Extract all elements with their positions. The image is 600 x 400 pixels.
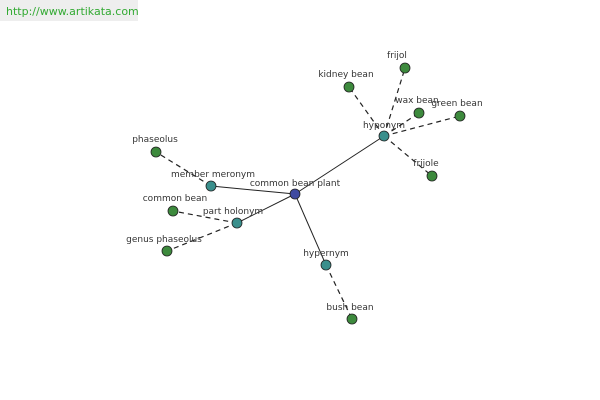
label-frijole[interactable]: frijole: [413, 159, 439, 169]
graph-nodes: [150, 62, 466, 325]
label-green[interactable]: green bean: [431, 99, 482, 109]
label-holonym[interactable]: part holonym: [203, 207, 263, 217]
edge-green: [383, 115, 461, 137]
label-genus[interactable]: genus phaseolus: [126, 235, 202, 245]
edge-hypernym: [294, 193, 327, 266]
edge-holonym: [236, 193, 296, 224]
label-frijol[interactable]: frijol: [387, 51, 407, 61]
edge-meronym: [210, 185, 296, 195]
source-url-link[interactable]: http://www.artikata.com: [6, 5, 139, 18]
edge-kidney: [348, 86, 385, 137]
edge-frijole: [383, 135, 433, 177]
graph-edges: [155, 67, 461, 320]
edge-wax: [383, 112, 420, 137]
label-commonbean[interactable]: common bean: [143, 194, 208, 204]
node-hypernym[interactable]: [320, 259, 332, 271]
label-meronym[interactable]: member meronym: [171, 170, 255, 180]
node-kidney[interactable]: [343, 81, 355, 93]
url-banner: http://www.artikata.com: [0, 0, 139, 21]
node-holonym[interactable]: [231, 217, 243, 229]
label-kidney[interactable]: kidney bean: [318, 70, 373, 80]
node-commonbean[interactable]: [167, 205, 179, 217]
node-green[interactable]: [454, 110, 466, 122]
node-meronym[interactable]: [205, 180, 217, 192]
graph-labels: common bean plant hyponym member meronym pa…: [126, 51, 483, 313]
edge-bush: [325, 264, 353, 320]
node-bush[interactable]: [346, 313, 358, 325]
label-hyponym[interactable]: hyponym: [363, 121, 405, 131]
node-center[interactable]: [289, 188, 301, 200]
node-frijole[interactable]: [426, 170, 438, 182]
label-bush[interactable]: bush bean: [326, 303, 373, 313]
node-wax[interactable]: [413, 107, 425, 119]
edge-phaseolus: [155, 151, 212, 187]
edge-frijol: [383, 67, 406, 137]
edge-commonbean: [172, 210, 238, 224]
node-frijol[interactable]: [399, 62, 411, 74]
label-hypernym[interactable]: hypernym: [303, 249, 349, 259]
node-phaseolus[interactable]: [150, 146, 162, 158]
label-phaseolus[interactable]: phaseolus: [132, 135, 178, 145]
node-hyponym[interactable]: [378, 130, 390, 142]
edge-hyponym: [294, 135, 385, 195]
edge-genus: [166, 222, 238, 252]
node-genus[interactable]: [161, 245, 173, 257]
label-wax[interactable]: wax bean: [395, 96, 439, 106]
label-center[interactable]: common bean plant: [250, 179, 341, 189]
